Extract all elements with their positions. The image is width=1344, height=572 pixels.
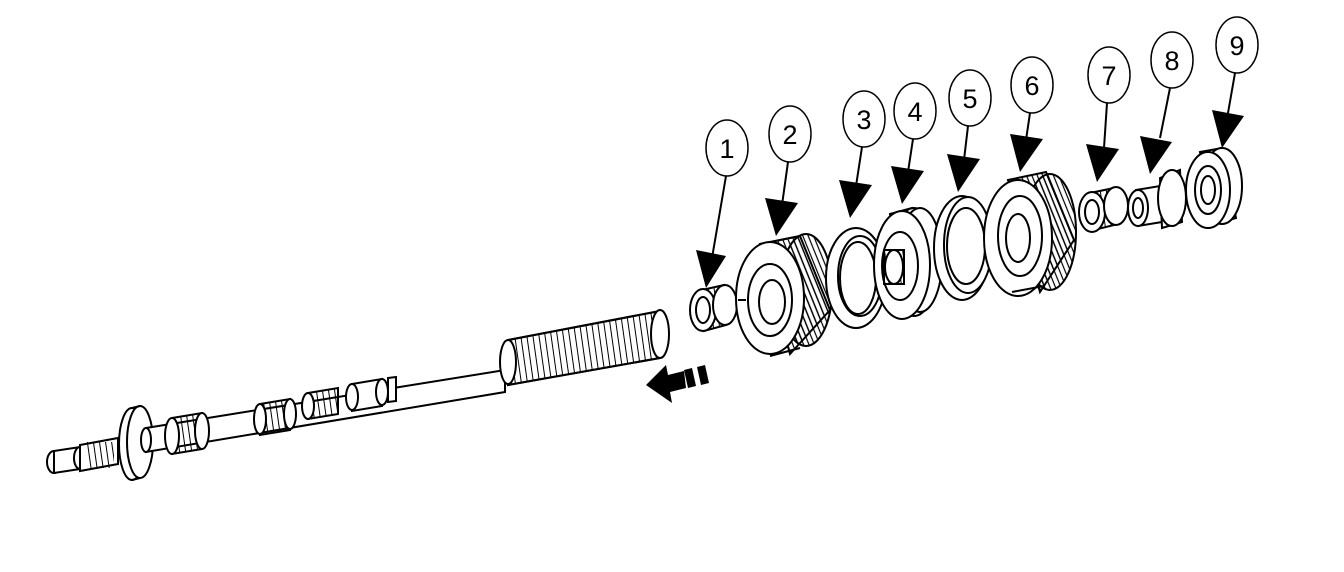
callout-arrow-icon: [1140, 136, 1172, 174]
part-3-thrust-washer: [825, 227, 887, 329]
callout-circle: [1150, 31, 1194, 89]
callout-circle: [705, 119, 749, 177]
callout-circle: [842, 90, 886, 148]
callout-number: 7: [1101, 61, 1116, 91]
callout-5: 5: [947, 69, 992, 192]
part-6-gear: [983, 170, 1077, 297]
callout-7: 7: [1086, 46, 1131, 182]
part-1-needle-bearing: [689, 283, 738, 333]
callout-circle: [768, 105, 812, 163]
callout-1: 1: [696, 119, 749, 288]
part-4-synchronizer-hub: [873, 206, 943, 320]
callout-arrow-icon: [839, 180, 872, 218]
callout-circle: [1215, 16, 1259, 74]
output-shaft: [46, 309, 670, 481]
callout-arrow-icon: [765, 198, 798, 236]
callout-circle: [1010, 56, 1054, 114]
callout-circle: [893, 82, 937, 140]
callout-9: 9: [1212, 16, 1259, 148]
callout-number: 3: [856, 105, 871, 135]
callout-number: 5: [962, 84, 977, 114]
callout-arrow-icon: [1086, 144, 1119, 182]
callout-6: 6: [1010, 56, 1054, 172]
callout-8: 8: [1140, 31, 1194, 174]
callout-arrow-icon: [891, 166, 924, 204]
part-5-synchronizer-ring: [933, 195, 993, 301]
part-7-needle-bearing: [1078, 186, 1129, 233]
callout-circle: [948, 69, 992, 127]
callout-3: 3: [839, 90, 886, 218]
callout-number: 2: [782, 120, 797, 150]
part-9-bearing-race: [1185, 146, 1243, 229]
callout-arrow-icon: [1010, 134, 1043, 172]
callout-number: 8: [1164, 46, 1179, 76]
callout-2: 2: [765, 105, 812, 236]
shaft-spline-end: [650, 309, 670, 359]
part-8-bushing: [1127, 168, 1187, 230]
removal-direction-arrow-icon: [646, 365, 709, 403]
part-2-gear: [735, 233, 833, 357]
callout-number: 1: [719, 134, 734, 164]
callout-arrow-icon: [696, 250, 726, 288]
callout-number: 9: [1229, 31, 1244, 61]
callout-circle: [1087, 46, 1131, 104]
callout-number: 4: [907, 97, 922, 127]
callout-number: 6: [1024, 71, 1039, 101]
callout-arrow-icon: [1212, 110, 1244, 148]
callout-arrow-icon: [947, 154, 980, 192]
callout-4: 4: [891, 82, 937, 204]
